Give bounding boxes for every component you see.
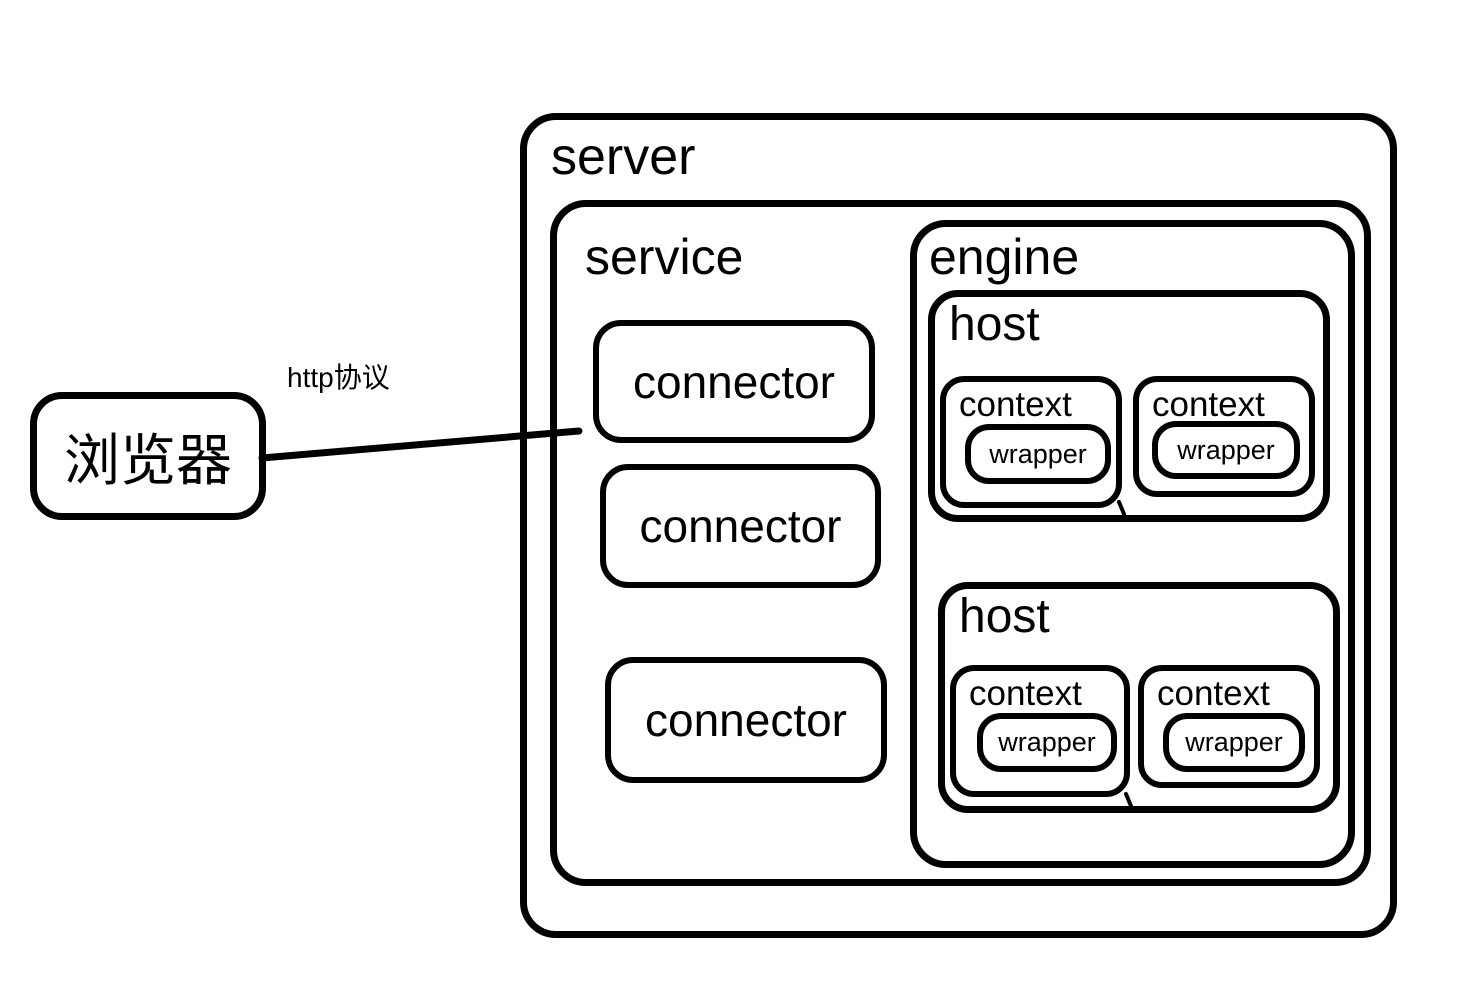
connector-label: connector: [644, 694, 847, 746]
context-label: context: [1152, 385, 1265, 424]
host-node-2: host context wrapper context wrapper: [938, 582, 1340, 813]
http-edge-label: http协议: [287, 362, 390, 393]
context-label: context: [969, 674, 1082, 713]
wrapper-node-1: wrapper: [965, 424, 1111, 484]
host-label: host: [959, 590, 1050, 643]
browser-label: 浏览器: [64, 428, 232, 492]
connector-label: connector: [632, 355, 835, 408]
wrapper-label: wrapper: [1185, 727, 1283, 757]
service-label: service: [585, 229, 744, 285]
host-node-1: host context wrapper context wrapper: [928, 290, 1330, 522]
context-node-2: context wrapper: [1133, 376, 1315, 497]
engine-node: engine host context wrapper context wrap…: [910, 220, 1355, 868]
context-label: context: [959, 385, 1072, 424]
connector-label: connector: [639, 500, 842, 552]
host-label: host: [949, 298, 1040, 351]
wrapper-node-2: wrapper: [1152, 421, 1300, 479]
context-node-3: context wrapper: [950, 665, 1130, 797]
wrapper-node-4: wrapper: [1163, 713, 1305, 772]
context-node-1: context wrapper: [940, 376, 1122, 508]
context-label: context: [1157, 674, 1270, 713]
connector-node-2: connector: [600, 464, 881, 588]
wrapper-node-3: wrapper: [977, 713, 1117, 772]
server-node: server service connector connector conne…: [520, 113, 1397, 938]
context-node-4: context wrapper: [1138, 665, 1320, 788]
connector-node-3: connector: [605, 657, 887, 783]
connector-node-1: connector: [593, 320, 875, 443]
wrapper-label: wrapper: [989, 438, 1087, 469]
engine-label: engine: [929, 229, 1080, 285]
service-node: service connector connector connector en…: [550, 200, 1371, 886]
browser-node: 浏览器: [30, 392, 266, 520]
server-label: server: [551, 128, 696, 186]
wrapper-label: wrapper: [998, 727, 1096, 757]
wrapper-label: wrapper: [1177, 434, 1275, 465]
